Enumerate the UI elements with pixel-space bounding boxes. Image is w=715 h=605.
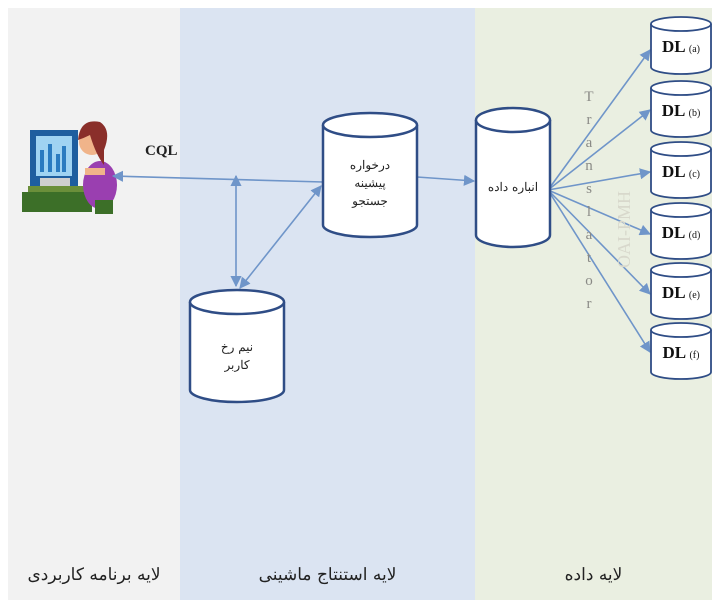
query-history-line-3: جستجو	[352, 194, 388, 208]
store-to-dl-e-arrow	[547, 189, 651, 295]
dl-b-label: DL (b)	[651, 101, 711, 121]
store-to-dl-f-arrow	[547, 189, 651, 353]
translator-letter: t	[586, 250, 592, 266]
dl-c-cylinder	[650, 141, 712, 199]
query-history-cylinder	[321, 111, 419, 239]
dl-e-tag: (e)	[688, 290, 701, 301]
dl-b-name: DL	[661, 101, 685, 120]
data-store-cylinder	[474, 106, 552, 249]
cql-label: CQL	[145, 143, 178, 159]
dl-f-label: DL (f)	[651, 343, 711, 363]
data-store-text: انباره داده	[487, 180, 539, 194]
dl-e-name: DL	[661, 283, 685, 302]
dl-cylinders	[650, 16, 712, 380]
dl-a-label: DL (a)	[651, 37, 711, 57]
dl-a-tag: (a)	[688, 44, 701, 55]
store-to-dl-d-arrow	[547, 189, 652, 236]
query-history-line-1: درخواره	[349, 158, 391, 172]
query-to-store-arrow	[416, 174, 476, 186]
dl-c-name: DL	[661, 162, 685, 181]
query-history-line-2: پیشینه	[354, 176, 386, 190]
inference-layer-label: لایه استنتاج ماشینی	[258, 565, 397, 585]
translator-letter: o	[585, 273, 593, 289]
translator-letter: n	[585, 158, 593, 174]
dl-a-cylinder	[650, 16, 712, 75]
translator-letter: r	[586, 296, 592, 312]
dl-d-label: DL (d)	[651, 223, 711, 243]
query-history-text: درخواره پیشینه جستجو	[330, 156, 410, 210]
dl-e-cylinder	[650, 262, 712, 320]
user-profile-text: نیم رخ کاربر	[197, 338, 277, 374]
translator-letter: a	[585, 135, 593, 151]
dl-f-name: DL	[662, 343, 686, 362]
connectors	[111, 49, 652, 353]
user-profile-line-2: کاربر	[224, 358, 250, 372]
dl-a-name: DL	[661, 37, 685, 56]
oai-pmh-label: OAI-PMH	[614, 190, 634, 268]
user-profile-line-1: نیم رخ	[220, 340, 254, 354]
dl-c-tag: (c)	[688, 169, 701, 180]
dl-f-cylinder	[650, 322, 712, 380]
translator-letter: l	[586, 204, 592, 220]
dl-e-label: DL (e)	[651, 283, 711, 303]
store-to-dl-c-arrow	[547, 168, 652, 191]
dl-b-cylinder	[650, 80, 712, 138]
translator-letter: r	[586, 112, 592, 128]
dl-b-tag: (b)	[688, 108, 701, 119]
application-layer-label: لایه برنامه کاربردی	[27, 565, 161, 585]
user-profile-cylinder	[188, 288, 286, 404]
translator-letter: T	[584, 89, 594, 105]
data-layer-label: لایه داده	[564, 565, 623, 585]
store-to-dl-b-arrow	[547, 109, 651, 191]
dl-d-tag: (d)	[688, 230, 701, 241]
dl-f-tag: (f)	[689, 350, 700, 361]
dl-c-label: DL (c)	[651, 162, 711, 182]
user-computer-icon	[22, 121, 117, 214]
user-to-query-arrow	[111, 170, 324, 183]
translator-letter: s	[586, 181, 592, 197]
dl-d-name: DL	[661, 223, 685, 242]
translator-letter: a	[585, 227, 593, 243]
store-to-dl-a-arrow	[547, 49, 651, 191]
profile-to-query-arrow	[239, 185, 322, 289]
dl-d-cylinder	[650, 202, 712, 260]
application-layer-bg	[8, 8, 180, 600]
